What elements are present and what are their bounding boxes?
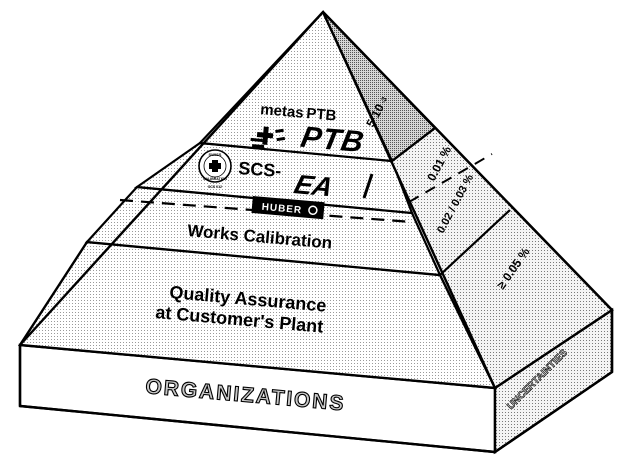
side-divider-2 [439,209,511,276]
svg-text:SCS 012: SCS 012 [208,185,222,189]
metas-cross-logo-icon [250,126,286,149]
scs-label: SCS- [238,158,282,181]
swiss-calibration-seal-icon: SWISS CALIBRATION SCS 012 [198,149,232,189]
svg-text:CALIBRATION: CALIBRATION [203,177,227,181]
front-dashed-divider [119,198,413,224]
ea-logo: EA [291,169,336,202]
svg-text:HUBER: HUBER [261,202,302,216]
ptb-big-logo: PTB [298,121,367,159]
side-divider-1 [391,127,436,162]
uncertainty-top-exponent: -3 [380,96,389,105]
svg-text:SWISS: SWISS [209,152,222,157]
ptb-small-label: PTB [306,105,338,125]
huber-logo-icon: HUBER [251,195,325,220]
ea-logo-slash [362,173,374,199]
pyramid-outline [18,10,614,454]
metas-label: metas [260,101,305,122]
side-dashed-divider [408,153,493,203]
